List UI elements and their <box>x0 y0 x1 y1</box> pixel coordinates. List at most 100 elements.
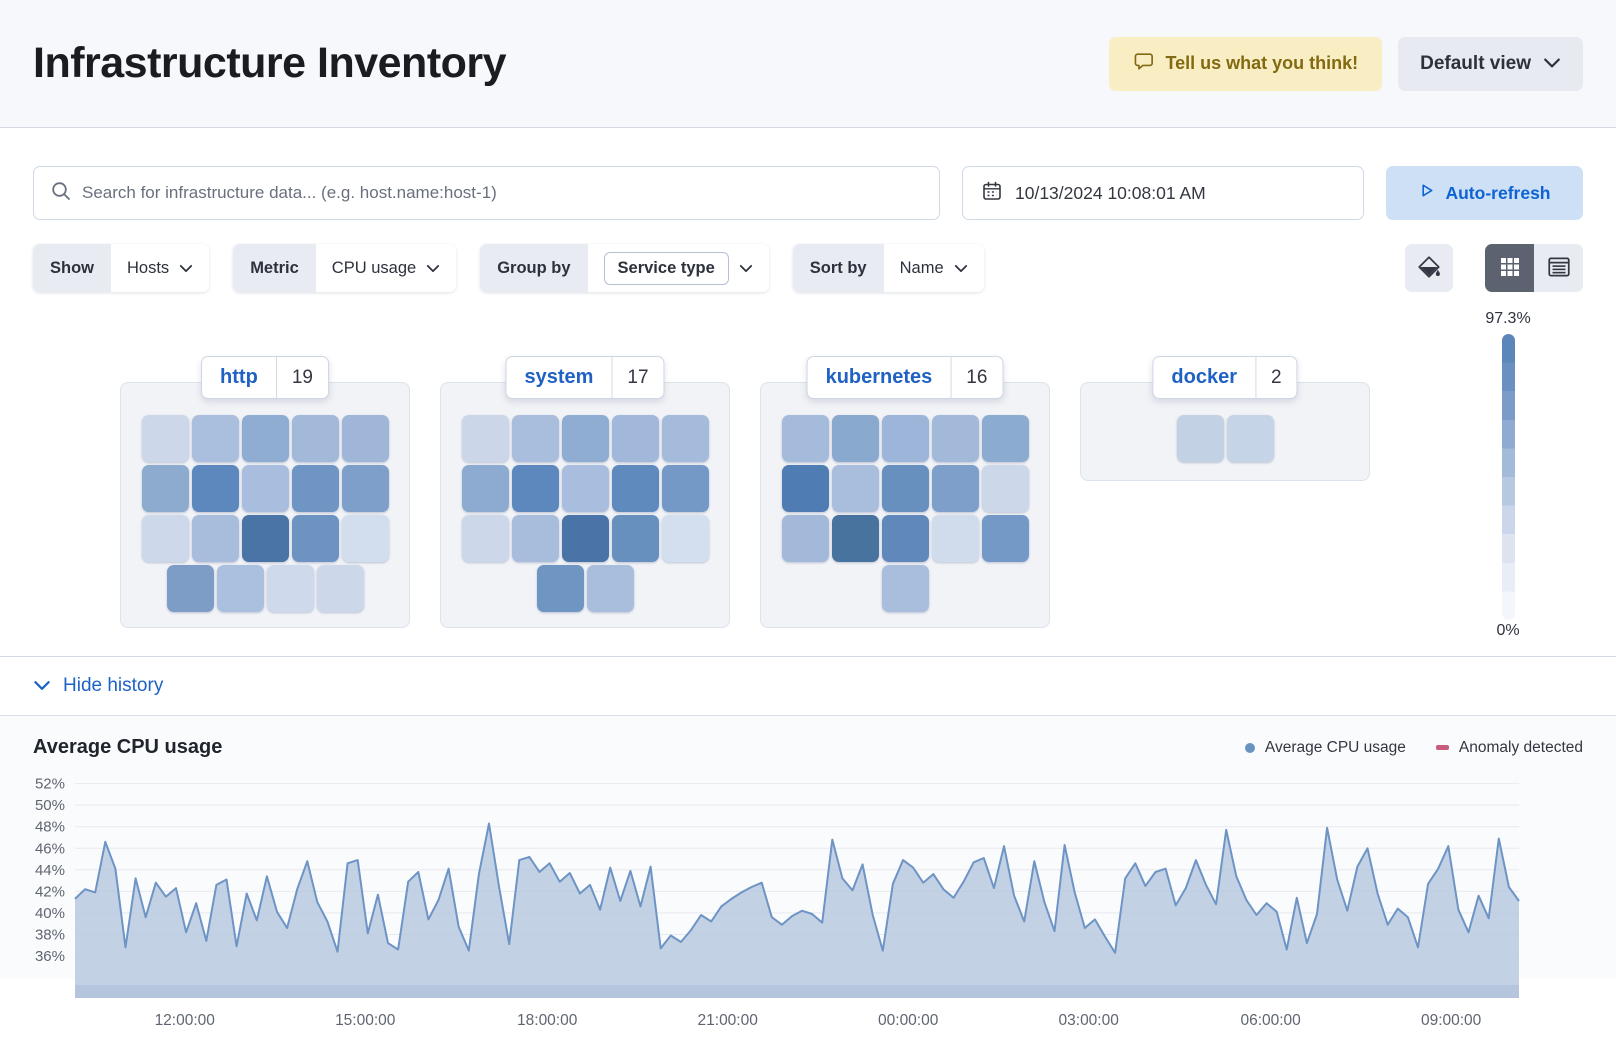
host-tile[interactable] <box>461 464 509 512</box>
host-tile[interactable] <box>461 414 509 462</box>
service-group-docker: docker 2 <box>1080 356 1370 481</box>
host-tile[interactable] <box>511 514 559 562</box>
host-tile[interactable] <box>511 414 559 462</box>
group-name[interactable]: http <box>220 366 258 388</box>
group-name[interactable]: docker <box>1171 366 1238 388</box>
date-picker-button[interactable]: 10/13/2024 10:08:01 AM <box>962 166 1364 220</box>
feedback-button[interactable]: Tell us what you think! <box>1109 36 1383 91</box>
play-icon <box>1418 182 1435 204</box>
hide-history-toggle[interactable]: Hide history <box>33 675 163 697</box>
host-tile[interactable] <box>831 464 879 512</box>
host-tile[interactable] <box>511 464 559 512</box>
metric-value-dropdown[interactable]: CPU usage <box>315 244 457 292</box>
group-by-value-dropdown[interactable]: Service type <box>587 244 769 292</box>
search-input[interactable] <box>82 183 923 203</box>
host-tile[interactable] <box>661 414 709 462</box>
table-view-icon <box>1546 254 1572 283</box>
host-tile[interactable] <box>191 414 239 462</box>
tile-row <box>441 413 729 463</box>
show-label: Show <box>33 244 111 292</box>
host-tile[interactable] <box>291 414 339 462</box>
x-tick-label: 03:00:00 <box>1059 1012 1120 1029</box>
host-tile[interactable] <box>881 564 929 612</box>
host-tile[interactable] <box>931 464 979 512</box>
map-view-option[interactable] <box>1485 244 1534 292</box>
legend-item-average-cpu[interactable]: Average CPU usage <box>1244 739 1406 757</box>
group-name[interactable]: kubernetes <box>825 366 933 388</box>
host-tile[interactable] <box>881 514 929 562</box>
host-tile[interactable] <box>661 514 709 562</box>
group-by-value: Service type <box>603 251 729 285</box>
host-tile[interactable] <box>981 414 1029 462</box>
palette-button[interactable] <box>1405 244 1453 292</box>
y-tick-label: 48% <box>35 819 65 836</box>
badge-divider <box>950 357 952 398</box>
host-tile[interactable] <box>341 414 389 462</box>
table-view-option[interactable] <box>1534 244 1583 292</box>
host-tile[interactable] <box>931 514 979 562</box>
host-tile[interactable] <box>1226 414 1274 462</box>
paint-bucket-icon <box>1416 254 1442 283</box>
host-tile[interactable] <box>166 564 214 612</box>
host-tile[interactable] <box>341 464 389 512</box>
group-by-control: Group by Service type <box>480 244 769 292</box>
host-tile[interactable] <box>981 464 1029 512</box>
host-tile[interactable] <box>881 414 929 462</box>
host-tile[interactable] <box>611 464 659 512</box>
host-tile[interactable] <box>141 464 189 512</box>
host-tile[interactable] <box>831 514 879 562</box>
hide-history-label: Hide history <box>63 675 164 696</box>
host-tile[interactable] <box>561 414 609 462</box>
host-tile[interactable] <box>831 414 879 462</box>
host-tile[interactable] <box>981 514 1029 562</box>
x-tick-label: 06:00:00 <box>1240 1012 1301 1029</box>
y-tick-label: 44% <box>35 862 65 879</box>
host-tile[interactable] <box>561 464 609 512</box>
host-tile[interactable] <box>191 464 239 512</box>
y-tick-label: 40% <box>35 905 65 922</box>
series-dot-icon <box>1244 742 1255 753</box>
auto-refresh-button[interactable]: Auto-refresh <box>1386 166 1583 220</box>
host-tile[interactable] <box>461 514 509 562</box>
host-tile[interactable] <box>341 514 389 562</box>
host-tile[interactable] <box>611 414 659 462</box>
host-tile[interactable] <box>881 464 929 512</box>
chart-legend: Average CPU usage Anomaly detected <box>1244 739 1583 757</box>
page-header: Infrastructure Inventory Tell us what yo… <box>0 0 1616 128</box>
host-tile[interactable] <box>141 514 189 562</box>
host-tile[interactable] <box>316 564 364 612</box>
group-badge-docker[interactable]: docker 2 <box>1152 356 1298 399</box>
host-tile[interactable] <box>291 514 339 562</box>
show-value-dropdown[interactable]: Hosts <box>111 244 210 292</box>
host-tile[interactable] <box>781 464 829 512</box>
metric-value: CPU usage <box>331 258 417 277</box>
host-tile[interactable] <box>241 414 289 462</box>
host-tile[interactable] <box>536 564 584 612</box>
host-tile[interactable] <box>241 464 289 512</box>
host-tile[interactable] <box>931 414 979 462</box>
view-selector-button[interactable]: Default view <box>1398 36 1583 91</box>
legend-item-anomaly[interactable]: Anomaly detected <box>1435 739 1583 757</box>
host-tile[interactable] <box>781 414 829 462</box>
host-tile[interactable] <box>661 464 709 512</box>
chart-header: Average CPU usage Average CPU usage Anom… <box>33 736 1583 759</box>
host-tile[interactable] <box>291 464 339 512</box>
host-tile[interactable] <box>781 514 829 562</box>
host-tile[interactable] <box>266 564 314 612</box>
sort-by-value-dropdown[interactable]: Name <box>883 244 984 292</box>
host-tile[interactable] <box>191 514 239 562</box>
host-tile[interactable] <box>141 414 189 462</box>
host-tile[interactable] <box>216 564 264 612</box>
host-tile[interactable] <box>586 564 634 612</box>
y-tick-label: 52% <box>35 776 65 793</box>
group-name[interactable]: system <box>524 366 594 388</box>
host-tile[interactable] <box>611 514 659 562</box>
host-tile[interactable] <box>561 514 609 562</box>
host-tile[interactable] <box>1176 414 1224 462</box>
host-tile[interactable] <box>241 514 289 562</box>
group-count: 2 <box>1271 366 1282 388</box>
